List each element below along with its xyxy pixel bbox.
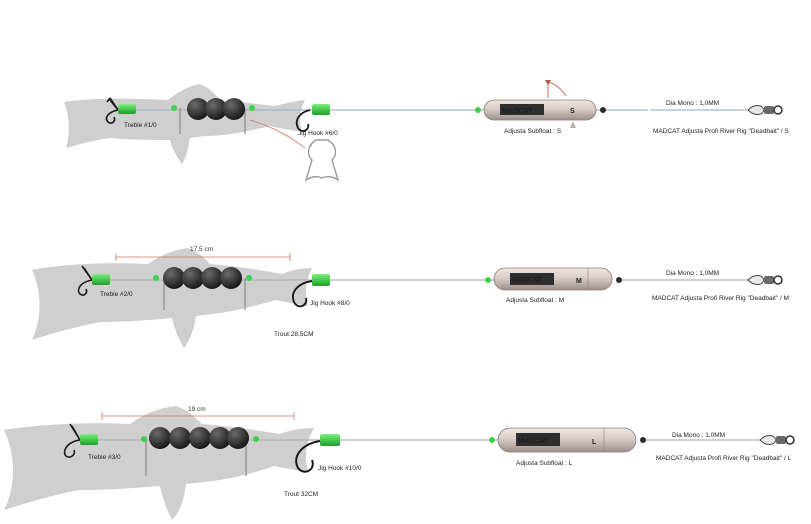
jig-hook-icon [292, 280, 313, 308]
dimension-marker: 17,5 cm [115, 246, 291, 261]
float-stop-icon [545, 80, 551, 85]
rig-l: Treble #3/0 19 cm Jig Hook #10/0 Trout 3… [4, 406, 795, 520]
crimp-sleeve [312, 274, 330, 286]
rig-m: Treble #2/0 17,5 cm Jig Hook #8/0 Trout … [32, 246, 789, 348]
swivel-icon [646, 435, 795, 445]
trout-silhouette [4, 406, 314, 520]
crimp-sleeve [320, 434, 340, 446]
trout-silhouette [32, 248, 312, 348]
float-label: Adjusta Subfloat : L [516, 460, 573, 467]
subfloat: MADCAT M [485, 267, 622, 291]
float-label: Adjusta Subfloat : M [506, 297, 564, 304]
treble-hook-label: Treble #1/0 [124, 122, 157, 129]
treble-hook-icon [105, 97, 119, 124]
jig-hook-label: Jig Hook #6/0 [298, 130, 338, 137]
dimension-label: 19 cm [188, 406, 206, 413]
trout-silhouette [64, 84, 305, 164]
subfloat: MADCAT L [489, 427, 646, 453]
rig-s: Treble #1/0 Jig Hook #6/0 MADCAT S Adjus… [64, 80, 790, 182]
float-brand: MADCAT [502, 106, 533, 115]
float-brand: MADCAT [512, 275, 543, 284]
jig-hook-label: Jig Hook #10/0 [318, 465, 362, 472]
float-weight-icon [570, 121, 576, 128]
trout-size-label: Trout 32CM [284, 491, 318, 498]
bait-clip-pointer [249, 119, 306, 149]
float-label: Adjusta Subfloat : S [504, 128, 562, 135]
treble-hook-icon [77, 265, 93, 296]
float-size: L [592, 439, 597, 446]
jig-hook-icon [295, 440, 321, 473]
crimp-sleeve [80, 434, 98, 445]
jig-hook-icon [295, 109, 311, 132]
bead-stack [141, 427, 259, 476]
line-label: Dia Mono : 1,0MM [666, 270, 719, 277]
product-label: MADCAT Adjusta Profi River Rig "Deadbait… [656, 455, 792, 462]
trout-size-label: Trout 28,5CM [274, 331, 314, 338]
float-size: M [576, 278, 582, 285]
treble-hook-icon [63, 423, 81, 458]
line-label: Dia Mono : 1,0MM [672, 432, 725, 439]
dimension-label: 17,5 cm [190, 246, 213, 253]
float-stop-icon [547, 81, 567, 98]
bead-stack [153, 267, 252, 310]
jig-hook-label: Jig Hook #8/0 [310, 300, 350, 307]
bait-clip-icon [304, 139, 340, 182]
subfloat: MADCAT S [475, 99, 606, 121]
crimp-sleeve [118, 104, 136, 114]
float-brand: MADCAT [518, 436, 549, 445]
bead-stack [171, 98, 255, 134]
crimp-sleeve [312, 104, 330, 115]
line-label: Dia Mono : 1,0MM [666, 100, 719, 107]
crimp-sleeve [92, 274, 110, 285]
product-label: MADCAT Adjusta Profi River Rig "Deadbait… [653, 128, 790, 135]
swivel-icon [622, 275, 783, 285]
product-label: MADCAT Adjusta Profi River Rig "Deadbait… [652, 295, 789, 302]
treble-hook-label: Treble #2/0 [100, 291, 133, 298]
treble-hook-label: Treble #3/0 [88, 454, 121, 461]
dimension-marker: 19 cm [101, 406, 295, 420]
swivel-icon [650, 105, 783, 115]
float-size: S [570, 108, 575, 115]
